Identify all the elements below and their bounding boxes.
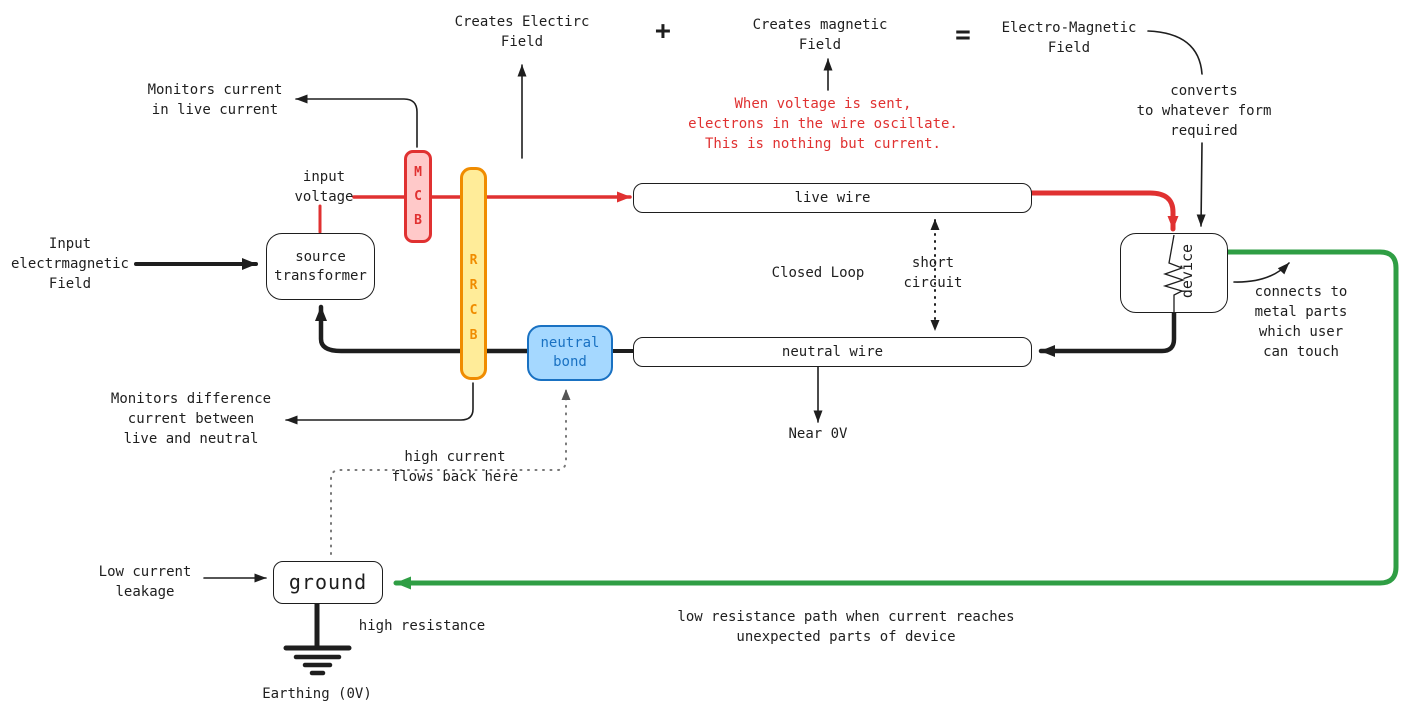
monitors-difference-note: Monitors difference current between live…: [110, 391, 272, 447]
rrcb-label: R R C B: [469, 253, 478, 343]
neutral-wire-label: neutral wire: [781, 343, 884, 360]
device-label: device: [1177, 243, 1196, 299]
near-zero-volts-label: Near 0V: [788, 426, 848, 442]
input-voltage-label: input voltage: [294, 169, 354, 205]
mcb-breaker-node[interactable]: M C B: [404, 150, 432, 243]
voltage-note: When voltage is sent, electrons in the w…: [688, 96, 958, 152]
source-transformer-label: source transformer: [274, 248, 367, 284]
ground-label: ground: [288, 570, 368, 594]
ground-node[interactable]: ground: [273, 561, 383, 604]
plus-sign: +: [655, 16, 671, 46]
converts-note: converts to whatever form required: [1136, 83, 1272, 139]
low-current-leakage-label: Low current leakage: [98, 564, 192, 600]
mcb-label: M C B: [414, 164, 422, 228]
live-wire-label: live wire: [794, 189, 871, 206]
electro-magnetic-field-label: Electro-Magnetic Field: [1001, 20, 1137, 56]
high-resistance-label: high resistance: [358, 618, 486, 634]
connects-note: connects to metal parts which user can t…: [1254, 284, 1348, 360]
resistor-icon: [1162, 234, 1186, 312]
device-node[interactable]: device: [1120, 233, 1228, 313]
neutral-bond-label: neutral bond: [540, 335, 600, 370]
live-wire-node[interactable]: live wire: [633, 183, 1032, 213]
rrcb-breaker-node[interactable]: R R C B: [460, 167, 487, 380]
neutral-wire-node[interactable]: neutral wire: [633, 337, 1032, 367]
closed-loop-label: Closed Loop: [771, 265, 865, 281]
short-circuit-label: short circuit: [903, 255, 963, 291]
creates-magnetic-field-label: Creates magnetic Field: [752, 17, 888, 53]
creates-electric-field-label: Creates Electirc Field: [454, 14, 590, 50]
low-resistance-note: low resistance path when current reaches…: [677, 609, 1015, 645]
monitors-current-note: Monitors current in live current: [147, 82, 283, 118]
input-emf-label: Input electrmagnetic Field: [10, 236, 129, 292]
earthing-label: Earthing (0V): [262, 686, 372, 702]
source-transformer-node[interactable]: source transformer: [266, 233, 375, 300]
equals-sign: =: [955, 20, 971, 50]
neutral-bond-node[interactable]: neutral bond: [527, 325, 613, 381]
high-current-note: high current flows back here: [391, 449, 519, 485]
